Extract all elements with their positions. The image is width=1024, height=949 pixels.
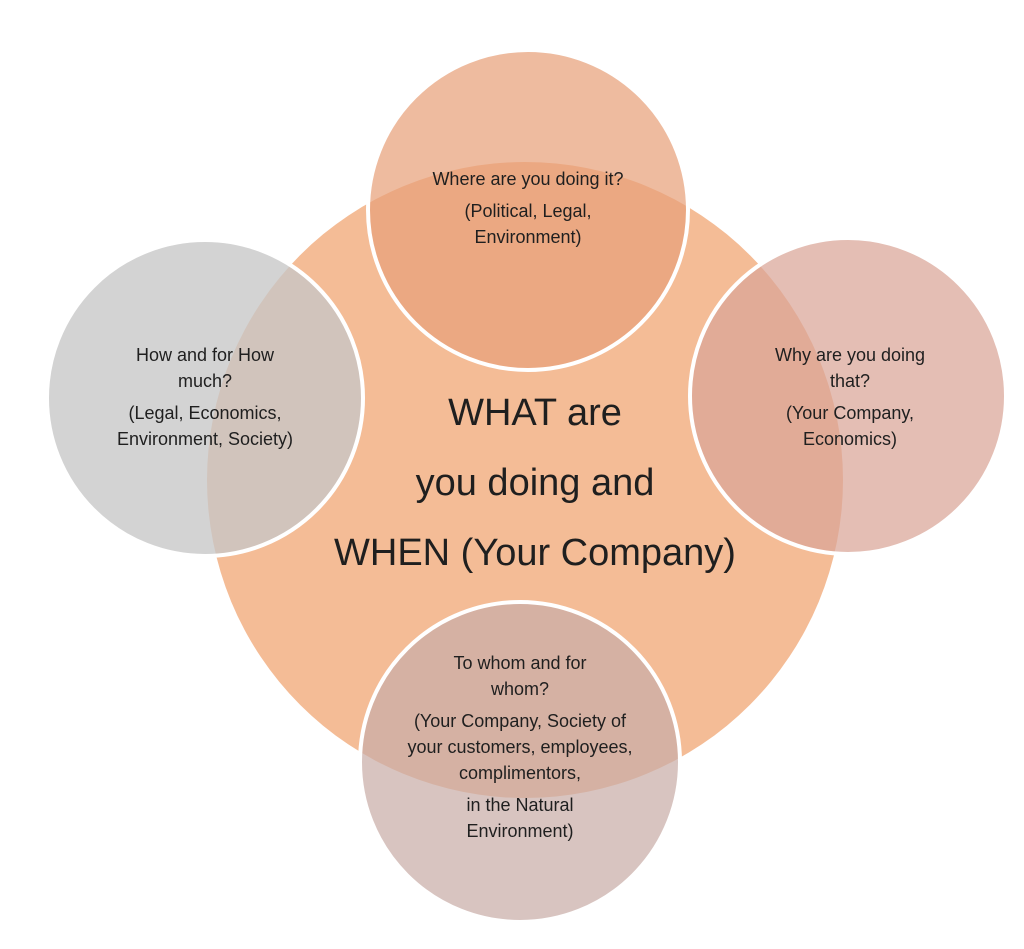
right-question: Why are you doing that?	[774, 345, 926, 391]
bottom-circle	[358, 600, 682, 924]
right-circle	[688, 236, 1008, 556]
bottom-detail-2: in the Natural Environment)	[466, 795, 574, 841]
center-circle	[207, 162, 843, 798]
center-line-2: you doing and	[415, 462, 655, 504]
bottom-circle-label: To whom and for whom? (Your Company, Soc…	[400, 650, 640, 844]
top-question: Where are you doing it?	[432, 169, 624, 189]
left-detail: (Legal, Economics, Environment, Society)	[116, 403, 294, 449]
left-circle	[45, 238, 365, 558]
bottom-question: To whom and for whom?	[453, 653, 587, 699]
center-circle-label: WHAT are you doing and WHEN (Your Compan…	[290, 378, 780, 588]
center-line-1: WHAT are	[448, 392, 622, 434]
right-circle-label: Why are you doing that? (Your Company, E…	[750, 342, 950, 452]
center-line-3: WHEN (Your Company)	[334, 532, 736, 574]
right-detail: (Your Company, Economics)	[785, 403, 915, 449]
top-circle-label: Where are you doing it? (Political, Lega…	[408, 166, 648, 250]
top-detail: (Political, Legal, Environment)	[464, 201, 592, 247]
top-circle	[366, 48, 690, 372]
left-circle-label: How and for How much? (Legal, Economics,…	[95, 342, 315, 452]
bottom-detail: (Your Company, Society of your customers…	[407, 711, 633, 783]
left-question: How and for How much?	[135, 345, 275, 391]
